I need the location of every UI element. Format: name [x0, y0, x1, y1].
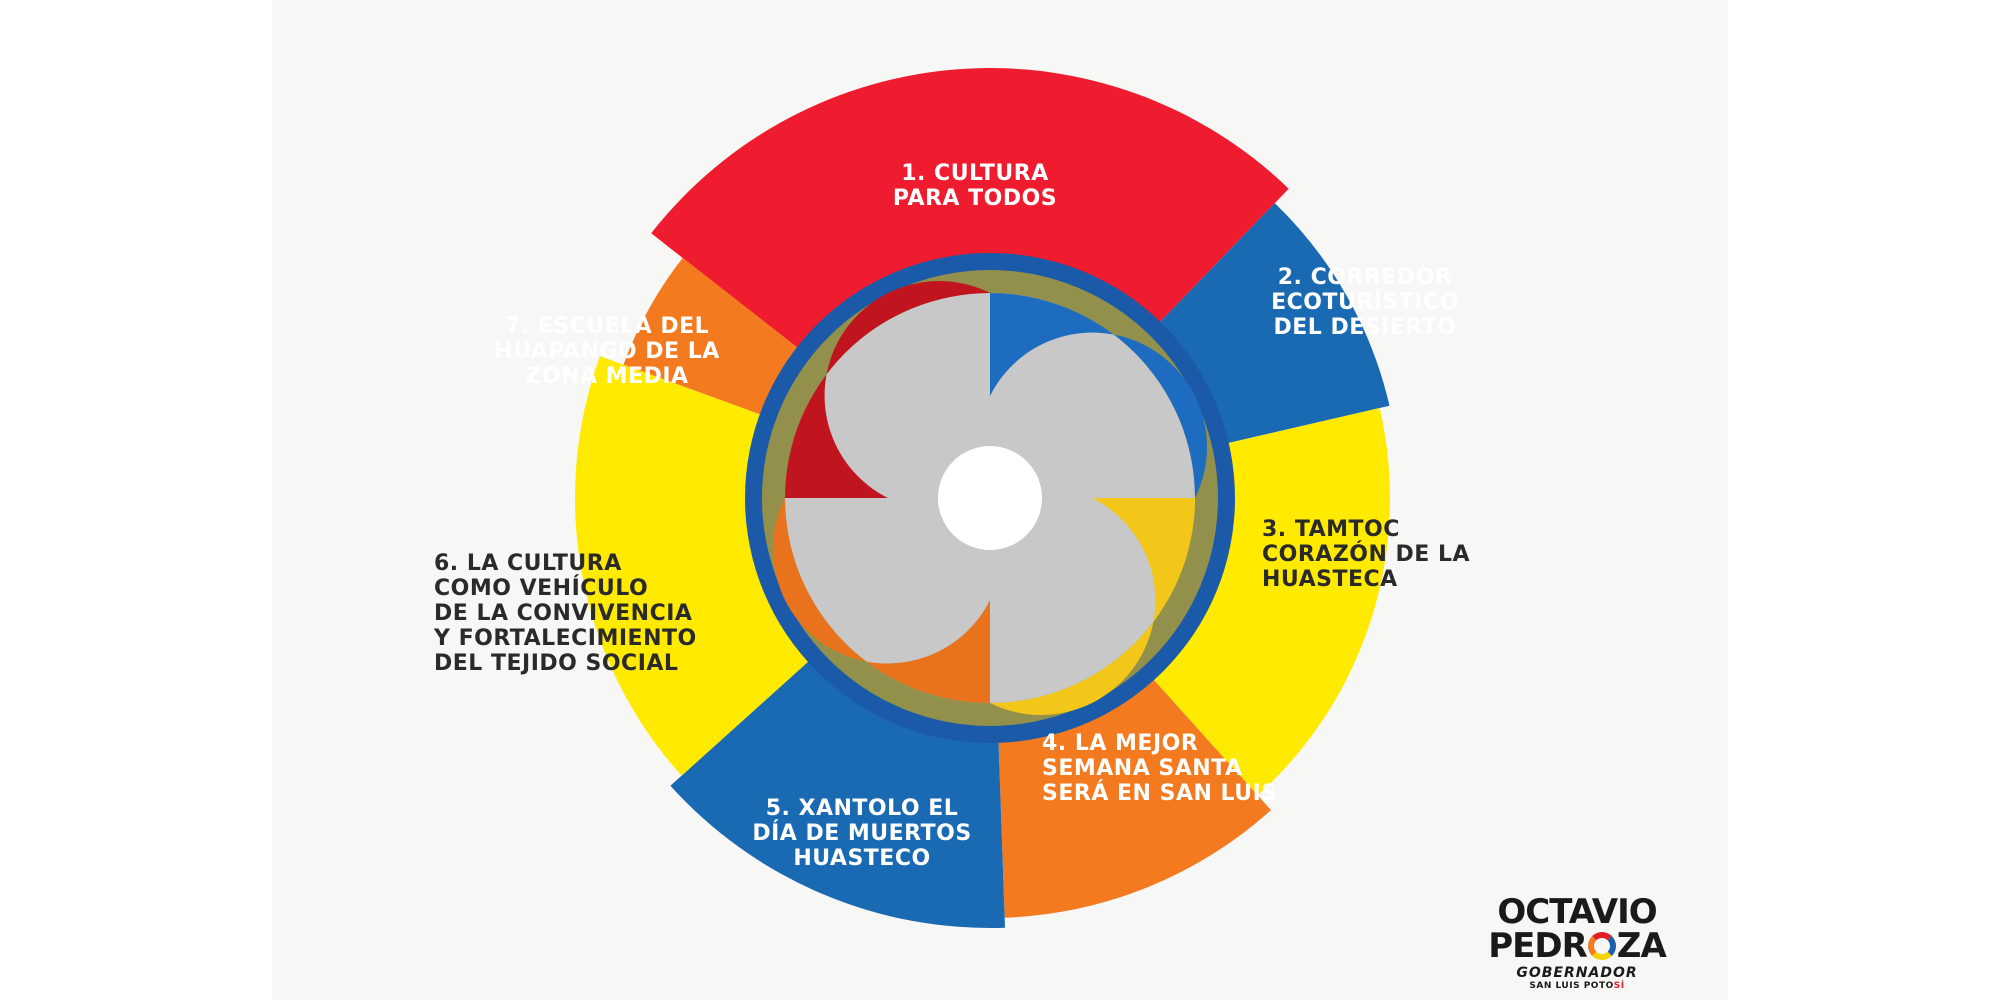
hub-swirl-orange	[773, 498, 990, 703]
segment-label-4-line: SERÁ EN SAN LUIS	[1042, 780, 1278, 806]
segment-label-4-line: 4. LA MEJOR	[1042, 731, 1198, 756]
logo-name-line1: OCTAVIO	[1497, 892, 1657, 932]
segment-label-6-line: Y FORTALECIMIENTO	[433, 626, 697, 651]
logo-place: SAN LUIS POTOSÍ	[1452, 981, 1702, 991]
segment-label-3-line: CORAZÓN DE LA	[1262, 541, 1470, 567]
logo-name-part1: PEDR	[1488, 926, 1588, 966]
segment-label-3-line: HUASTECA	[1262, 567, 1398, 592]
logo-name-line2: PEDR ZA	[1452, 929, 1702, 963]
candidate-logo: OCTAVIO PEDR ZA GOBERNADOR SAN LUIS POTOS…	[1452, 895, 1702, 995]
logo-role: GOBERNADOR	[1516, 965, 1638, 981]
segment-label-6-line: DEL TEJIDO SOCIAL	[434, 651, 678, 676]
segment-label-5-line: HUASTECO	[793, 846, 930, 871]
segment-label-7-line: 7. ESCUELA DEL	[505, 314, 709, 339]
segment-label-3-line: 3. TAMTOC	[1262, 517, 1400, 542]
logo-name-part2: ZA	[1616, 926, 1667, 966]
segment-label-5-line: DÍA DE MUERTOS	[752, 820, 971, 846]
segment-label-5-line: 5. XANTOLO EL	[766, 796, 959, 821]
logo-place-accent: SÍ	[1613, 981, 1625, 991]
ring-o-icon	[1587, 932, 1616, 960]
hub-swirl-blue	[990, 293, 1207, 498]
hub-swirl-yellow	[990, 498, 1195, 715]
segment-label-2-line: DEL DESIERTO	[1274, 315, 1457, 340]
segment-label-2-line: 2. CORREDOR	[1278, 265, 1453, 290]
segment-label-1-line: PARA TODOS	[893, 186, 1057, 211]
segment-label-7-line: HUAPANGO DE LA	[494, 339, 720, 364]
segment-label-6-line: 6. LA CULTURA	[434, 551, 622, 576]
logo-place-main: SAN LUIS POTO	[1529, 981, 1614, 991]
segment-label-1-line: 1. CULTURA	[901, 161, 1049, 186]
segment-label-6-line: COMO VEHÍCULO	[434, 575, 648, 601]
segment-label-2-line: ECOTURÍSTICO	[1271, 289, 1459, 315]
hub-center-hole	[938, 446, 1042, 550]
segment-label-4-line: SEMANA SANTA	[1042, 756, 1243, 781]
segment-label-7-line: ZONA MEDIA	[525, 364, 688, 389]
center-hub	[745, 253, 1235, 743]
segment-label-6-line: DE LA CONVIVENCIA	[434, 601, 692, 626]
hub-swirl-red	[785, 281, 990, 498]
